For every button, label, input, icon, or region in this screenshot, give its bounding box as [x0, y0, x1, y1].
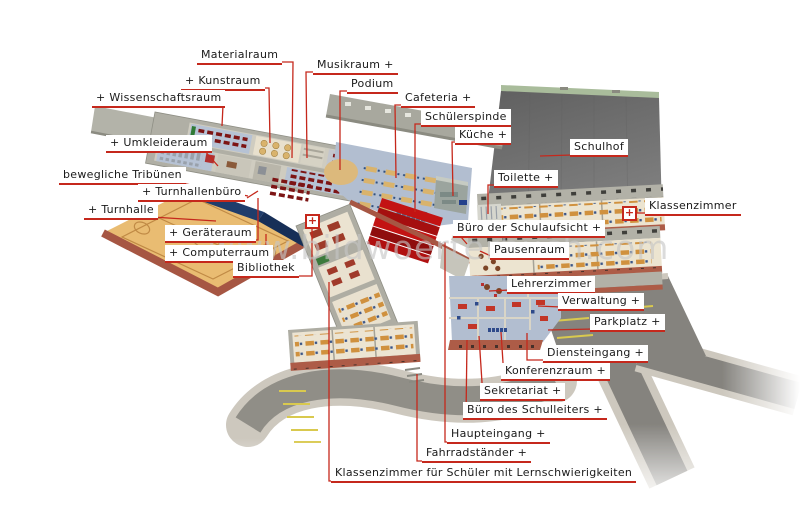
label-diensteingang[interactable]: Diensteingang + [543, 345, 648, 363]
leader-musikraum [305, 71, 316, 159]
leader-schulhof [539, 154, 573, 157]
label-haupteingang[interactable]: Haupteingang + [447, 426, 550, 444]
label-schulhof: Schulhof [570, 139, 629, 157]
library-wing [295, 203, 399, 346]
label-umkleideraum[interactable]: + Umkleideraum [106, 135, 212, 153]
label-turnhallenbuero[interactable]: + Turnhallenbüro [138, 184, 246, 202]
label-klassenzimmer: Klassenzimmer [645, 198, 741, 216]
label-bibliothek: Bibliothek [233, 260, 299, 278]
special-classroom-wing [288, 320, 421, 371]
label-materialraum: Materialraum [197, 47, 283, 65]
label-verwaltung[interactable]: Verwaltung + [558, 293, 645, 311]
plus-marker-bibliothek[interactable]: + [305, 214, 320, 229]
label-geraeteraum[interactable]: + Geräteraum [165, 225, 256, 243]
label-buero-des-schulleiters[interactable]: Büro des Schulleiters + [463, 402, 607, 420]
toilets-block [477, 203, 502, 222]
label-toilette[interactable]: Toilette + [494, 170, 558, 188]
leader-diensteingang [526, 333, 546, 361]
label-klassenzimmer-lernschwierigkeiten: Klassenzimmer für Schüler mit Lernschwie… [331, 465, 637, 483]
leader-podium [339, 90, 350, 170]
leader-bibliothek [298, 229, 313, 277]
flag-mark [459, 200, 467, 205]
label-fahrradstaender[interactable]: Fahrradständer + [422, 445, 532, 463]
label-musikraum[interactable]: Musikraum + [313, 57, 398, 75]
leader-turnhalle [151, 216, 217, 222]
label-turnhalle[interactable]: + Turnhalle [84, 202, 158, 220]
label-sekretariat[interactable]: Sekretariat + [480, 383, 566, 401]
label-buero-der-schulaufsicht[interactable]: Büro der Schulaufsicht + [453, 220, 606, 238]
leader-lehrerzimmer [488, 289, 511, 292]
label-cafeteria[interactable]: Cafeteria + [401, 90, 476, 108]
label-wissenschaftsraum[interactable]: + Wissenschaftsraum [92, 90, 226, 108]
label-kunstraum[interactable]: + Kunstraum [181, 73, 265, 91]
label-parkplatz[interactable]: Parkplatz + [590, 314, 665, 332]
central-hall [268, 142, 481, 301]
label-kueche[interactable]: Küche + [455, 127, 512, 145]
road-fade-east [722, 336, 800, 436]
label-bewegliche-tribuenen: bewegliche Tribünen [59, 167, 186, 185]
podium-stage [324, 159, 358, 185]
label-computerraum[interactable]: + Computerraum [165, 245, 274, 263]
auditorium-tiers [367, 198, 443, 264]
label-podium: Podium [347, 76, 398, 94]
leader-parkplatz [547, 328, 594, 331]
leader-turnhallenbuero [246, 190, 259, 199]
label-schuelerspinde: Schülerspinde [421, 109, 511, 127]
leader-materialraum [277, 61, 294, 159]
label-lehrerzimmer: Lehrerzimmer [507, 276, 596, 294]
kitchen [434, 176, 468, 214]
plus-marker-klassenzimmer[interactable]: + [622, 206, 637, 221]
leader-schulaufsicht [460, 236, 468, 245]
leader-verwaltung [537, 305, 562, 308]
label-konferenzraum[interactable]: Konferenzraum + [501, 363, 610, 381]
label-pausenraum: Pausenraum [490, 242, 570, 260]
